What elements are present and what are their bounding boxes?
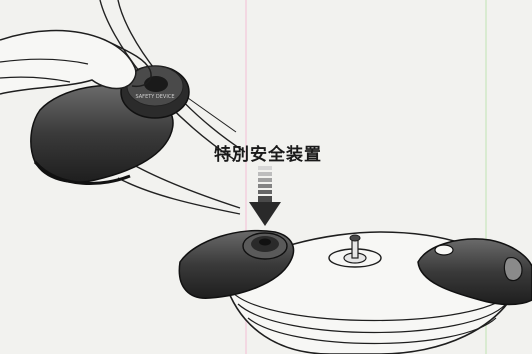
finger-line	[0, 58, 89, 65]
callout-leader-line	[187, 97, 237, 133]
lid-right-handle	[417, 238, 532, 306]
handle-bottom-edge	[33, 160, 131, 185]
lid-rim-ring-1	[231, 291, 513, 322]
pressure-valve-icon	[328, 234, 382, 268]
hand-on-handle-scene: SAFETY DEVICE	[0, 0, 246, 215]
lid-rim-ring-2	[237, 303, 507, 334]
lid-rim-ring-3	[247, 317, 497, 345]
down-arrow-icon	[249, 166, 281, 226]
safety-device-callout: 特別安全装置	[214, 145, 322, 165]
finger-line-2	[0, 76, 71, 83]
lid-left-handle	[178, 229, 295, 299]
knob-ring-text: SAFETY DEVICE	[136, 94, 175, 100]
lock-slider	[503, 257, 523, 282]
thumb-outline	[104, 39, 152, 88]
safety-device-button	[242, 232, 288, 260]
scan-stripe-pink	[245, 0, 247, 354]
hand-icon	[0, 29, 137, 95]
lock-indicator	[434, 244, 454, 256]
cooker-lid	[178, 229, 532, 354]
scan-stripe-green	[485, 0, 487, 354]
safety-knob-icon: SAFETY DEVICE	[120, 65, 190, 119]
